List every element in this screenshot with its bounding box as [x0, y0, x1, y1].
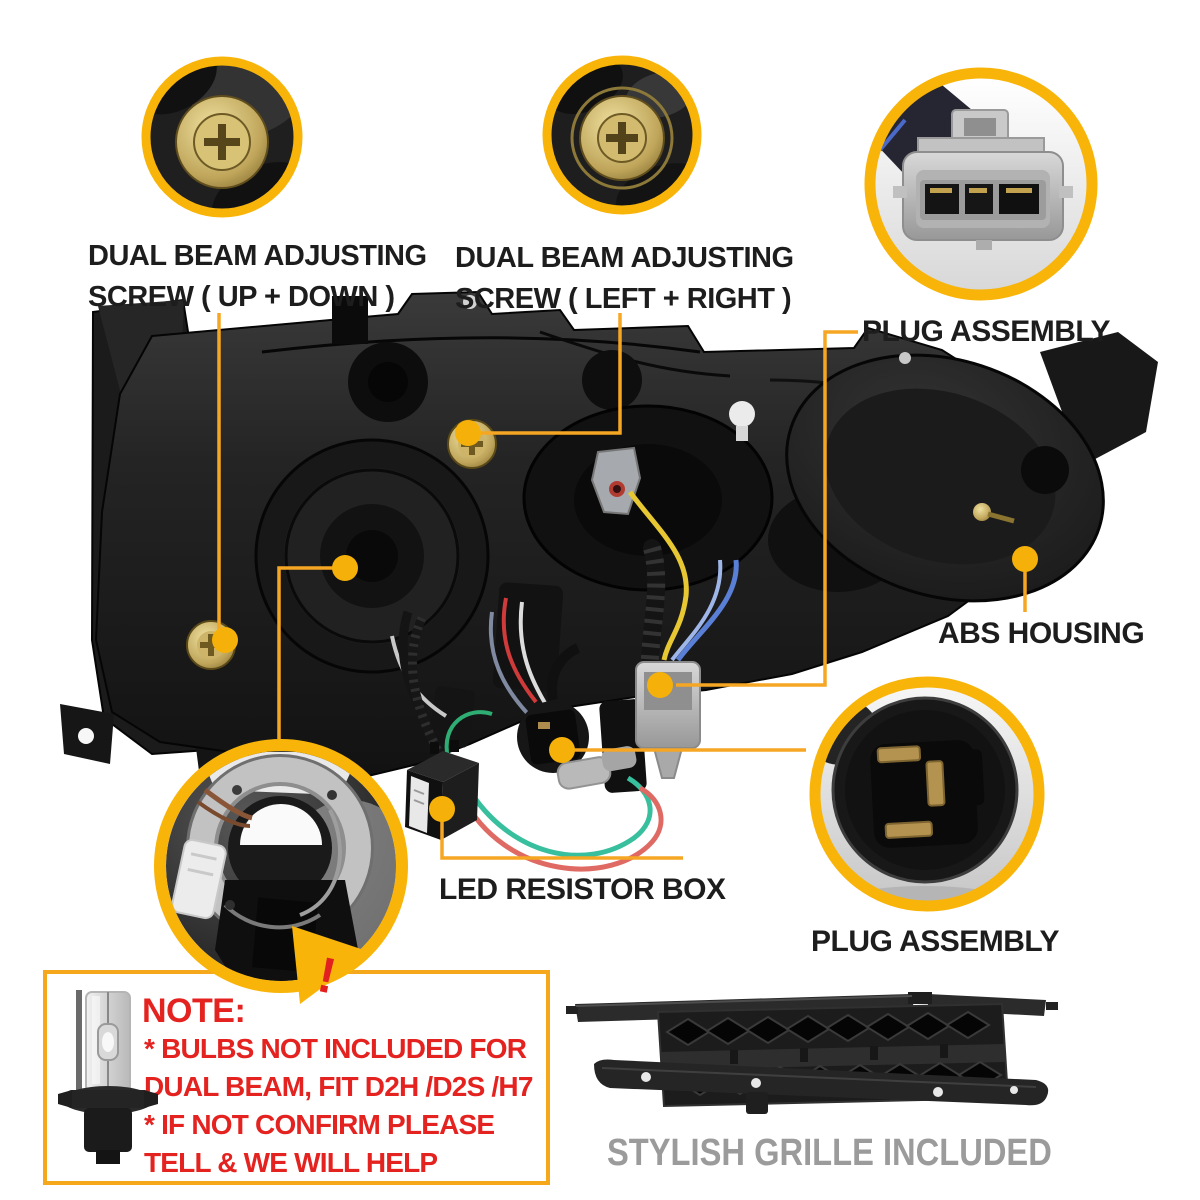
note-box: NOTE: * BULBS NOT INCLUDED FOR DUAL BEAM…	[43, 970, 550, 1185]
callout-line-led	[440, 820, 683, 860]
callout-dot-leftright	[455, 420, 481, 446]
grille-photo	[566, 992, 1058, 1114]
grille-mesh-row2	[677, 1060, 1003, 1097]
black-bulb-socket	[517, 643, 589, 773]
label-plug-assembly-bottom: PLUG ASSEMBLY	[811, 925, 1060, 958]
detail-circle-plug-bottom	[809, 676, 1045, 912]
abs-housing-oval	[785, 353, 1105, 603]
label-adjust-leftright-line2: SCREW ( LEFT + RIGHT )	[455, 283, 792, 315]
note-line-2: DUAL BEAM, FIT D2H /D2S /H7	[144, 1071, 533, 1102]
note-title: NOTE:	[142, 992, 246, 1030]
label-adjust-updown-line2: SCREW ( UP + DOWN )	[88, 281, 395, 313]
callout-line-cap	[277, 566, 337, 739]
note-line-3: * IF NOT CONFIRM PLEASE	[144, 1109, 495, 1140]
label-adjust-leftright-line1: DUAL BEAM ADJUSTING	[455, 242, 794, 274]
callout-dot-plug-top	[647, 672, 673, 698]
gray-plug-connector	[635, 661, 701, 779]
callout-dots	[212, 420, 1038, 822]
note-line-1: * BULBS NOT INCLUDED FOR	[144, 1033, 527, 1064]
detail-circle-plug-top	[864, 67, 1098, 301]
detail-circle-updown-screw	[141, 56, 303, 218]
callout-dot-plug-bottom	[549, 737, 575, 763]
label-adjust-leftright: DUAL BEAM ADJUSTING SCREW ( LEFT + RIGHT…	[455, 238, 794, 320]
note-line-4: TELL & WE WILL HELP	[144, 1147, 438, 1178]
led-resistor-box-photo	[405, 740, 479, 840]
detail-circle-bulb-socket	[154, 739, 408, 993]
label-abs-housing: ABS HOUSING	[938, 617, 1145, 650]
label-plug-assembly-top: PLUG ASSEMBLY	[862, 315, 1111, 348]
callout-dot-led	[429, 796, 455, 822]
label-adjust-updown-line1: DUAL BEAM ADJUSTING	[88, 240, 427, 272]
callout-dot-cap	[332, 555, 358, 581]
adjusting-screw-leftright	[447, 419, 497, 469]
callout-lines	[217, 313, 1027, 860]
callout-dot-updown	[212, 627, 238, 653]
wiring-harness	[390, 490, 739, 757]
detail-circle-leftright-screw	[542, 55, 702, 215]
inline-connector	[556, 746, 637, 790]
callout-line-leftright	[480, 313, 622, 435]
grille-mesh-row1	[665, 1010, 991, 1047]
label-adjust-updown: DUAL BEAM ADJUSTING SCREW ( UP + DOWN )	[88, 236, 427, 318]
headlamp-assembly-photo	[60, 290, 1158, 872]
adjusting-screw-updown	[186, 620, 236, 670]
grille-caption: STYLISH GRILLE INCLUDED	[607, 1132, 1052, 1174]
label-led-resistor-box: LED RESISTOR BOX	[439, 873, 726, 906]
bulb-access-cap	[254, 438, 490, 674]
callout-line-plug-top	[676, 330, 858, 687]
callout-dot-abs	[1012, 546, 1038, 572]
